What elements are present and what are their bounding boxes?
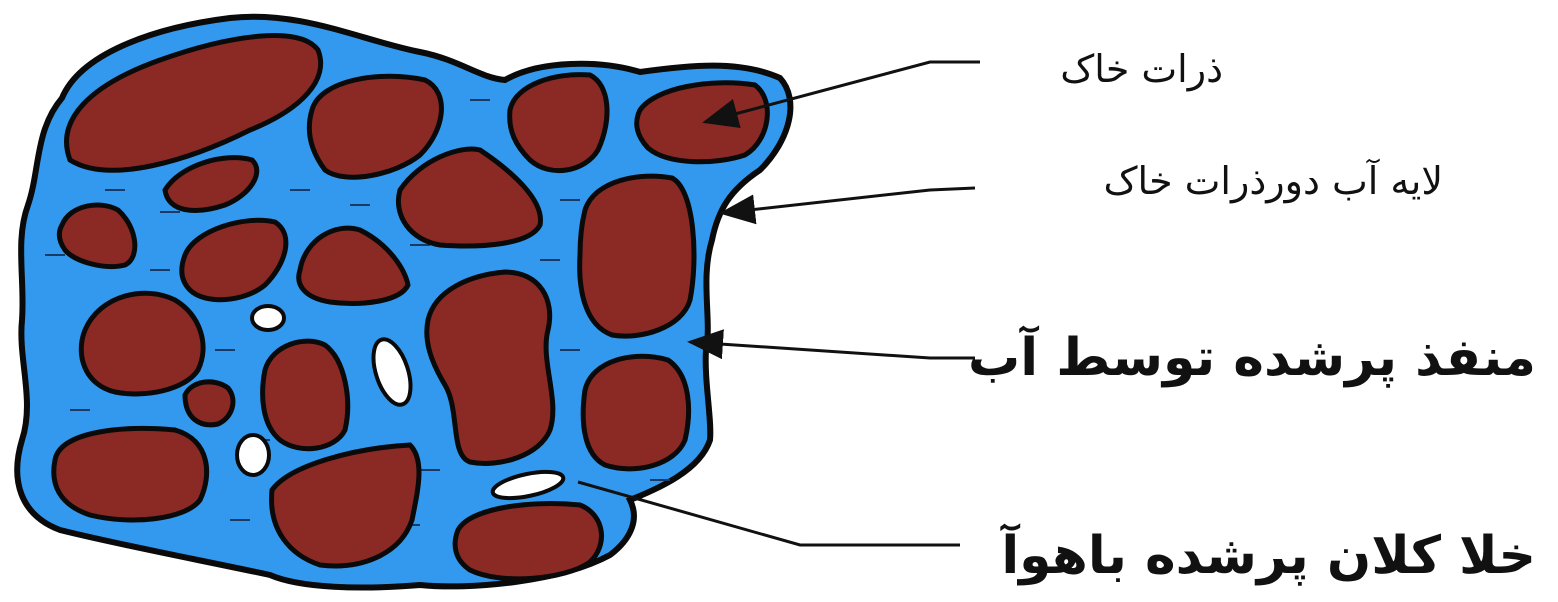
soil-particle: [59, 205, 135, 267]
leader-line-water-film: [722, 188, 975, 213]
soil-particle: [455, 504, 601, 579]
label-air-filled-pore: خلا کلان پرشده باهوآ: [1001, 530, 1536, 582]
label-water-filled-pore: منفذ پرشده توسط آب: [968, 332, 1536, 384]
soil-particle: [81, 293, 203, 394]
soil-particle: [510, 75, 607, 171]
label-water-film: لایه آب دورذرات خاک: [1104, 162, 1444, 200]
label-soil-particles: ذرات خاک: [1060, 50, 1223, 88]
soil-particle: [583, 356, 688, 469]
soil-particle: [580, 176, 694, 336]
leader-line-water-pore: [690, 342, 975, 358]
soil-particle: [263, 341, 348, 449]
soil-particle: [185, 382, 233, 425]
soil-particle: [54, 429, 207, 520]
air-pore: [237, 435, 269, 475]
air-pore: [252, 306, 284, 330]
soil-particle: [637, 83, 768, 162]
